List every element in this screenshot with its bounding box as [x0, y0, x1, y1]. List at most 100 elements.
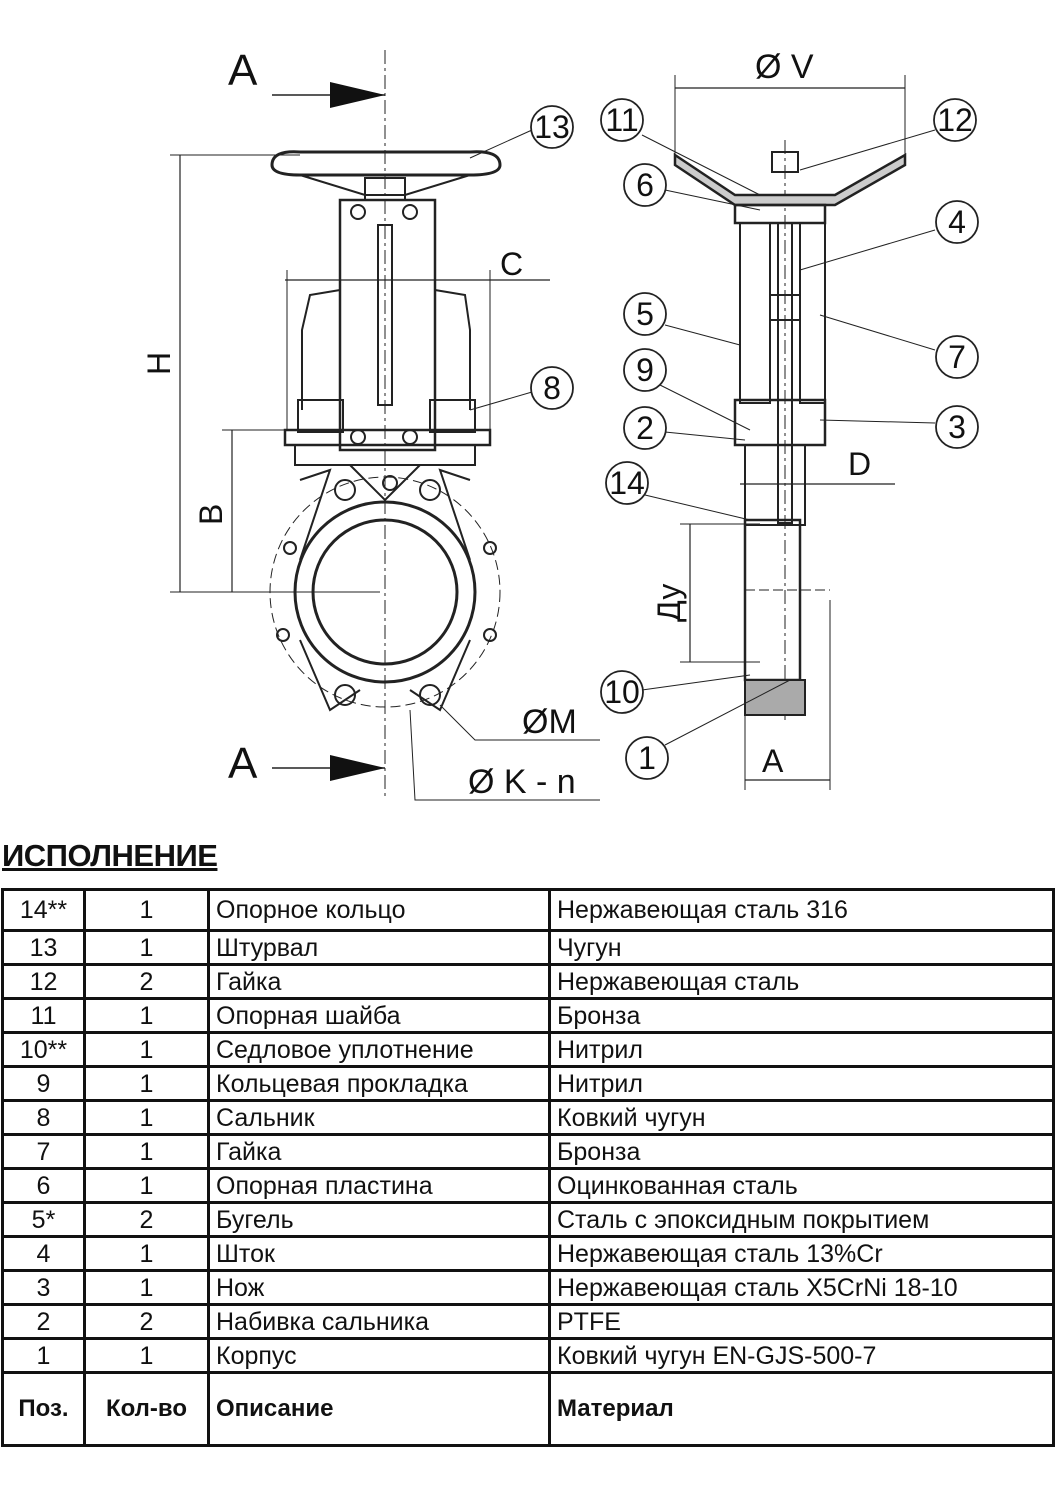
- callout-circle: [623, 406, 667, 450]
- callout-number: 12: [937, 102, 973, 138]
- dim-dn: Ду: [651, 584, 687, 622]
- cell-qty: 1: [83, 1235, 210, 1272]
- callout-circle: [605, 461, 649, 505]
- cell-pos: 9: [1, 1065, 86, 1102]
- cell-pos: 11: [1, 997, 86, 1034]
- callout-12: 12: [933, 98, 977, 142]
- cell-qty: 1: [83, 1269, 210, 1306]
- dim-v: Ø V: [755, 48, 814, 86]
- callout-circle: [623, 292, 667, 336]
- cell-desc: Сальник: [207, 1099, 551, 1136]
- callout-3: 3: [935, 405, 979, 449]
- callout-2: 2: [623, 406, 667, 450]
- callout-6: 6: [623, 163, 667, 207]
- callout-number: 6: [636, 167, 654, 203]
- cell-desc: Гайка: [207, 963, 551, 1000]
- cell-desc: Опорная шайба: [207, 997, 551, 1034]
- callout-number: 7: [948, 339, 966, 375]
- callout-number: 4: [948, 204, 966, 240]
- cell-pos: 4: [1, 1235, 86, 1272]
- cell-pos: 3: [1, 1269, 86, 1306]
- cell-material: Ковкий чугун EN-GJS-500-7: [548, 1337, 1055, 1374]
- callout-circle: [933, 98, 977, 142]
- section-title: ИСПОЛНЕНИЕ: [2, 838, 218, 873]
- callout-8: 8: [530, 366, 574, 410]
- cell-material: Нитрил: [548, 1065, 1055, 1102]
- cell-qty: 1: [83, 1099, 210, 1136]
- cell-desc: Бугель: [207, 1201, 551, 1238]
- cell-desc: Опорное кольцо: [207, 888, 551, 932]
- callout-14: 14: [605, 461, 649, 505]
- cell-material: Нержавеющая сталь 316: [548, 888, 1055, 932]
- cell-desc: Седловое уплотнение: [207, 1031, 551, 1068]
- cell-pos: 2: [1, 1303, 86, 1340]
- cell-qty: 1: [83, 997, 210, 1034]
- callout-circle: [530, 105, 574, 149]
- callout-number: 13: [534, 109, 570, 145]
- callout-circle: [530, 366, 574, 410]
- cell-pos: 13: [1, 929, 86, 966]
- callout-4: 4: [935, 200, 979, 244]
- cell-material: PTFE: [548, 1303, 1055, 1340]
- cell-material: Материал: [548, 1371, 1055, 1447]
- dim-m: ØM: [522, 703, 577, 741]
- callout-1: 1: [625, 736, 669, 780]
- callout-number: 14: [609, 465, 645, 501]
- cell-material: Чугун: [548, 929, 1055, 966]
- callout-circle: [623, 348, 667, 392]
- section-mark-a-top: A: [228, 46, 258, 95]
- callout-circle: [935, 405, 979, 449]
- callout-7: 7: [935, 335, 979, 379]
- cell-desc: Штурвал: [207, 929, 551, 966]
- cell-pos: 10**: [1, 1031, 86, 1068]
- cell-qty: 2: [83, 1201, 210, 1238]
- callout-number: 3: [948, 409, 966, 445]
- dim-a: A: [762, 743, 784, 779]
- callout-11: 11: [600, 98, 644, 142]
- callout-number: 5: [636, 296, 654, 332]
- cell-desc: Шток: [207, 1235, 551, 1272]
- cell-material: Оцинкованная сталь: [548, 1167, 1055, 1204]
- callout-number: 11: [605, 102, 638, 138]
- cell-desc: Набивка сальника: [207, 1303, 551, 1340]
- cell-material: Бронза: [548, 1133, 1055, 1170]
- cell-pos: Поз.: [1, 1371, 86, 1447]
- cell-desc: Кольцевая прокладка: [207, 1065, 551, 1102]
- cell-material: Нержавеющая сталь 13%Cr: [548, 1235, 1055, 1272]
- callout-circle: [623, 163, 667, 207]
- cell-desc: Нож: [207, 1269, 551, 1306]
- callout-number: 8: [543, 370, 561, 406]
- cell-pos: 6: [1, 1167, 86, 1204]
- cell-material: Нержавеющая сталь: [548, 963, 1055, 1000]
- callout-circle: [935, 335, 979, 379]
- callout-circle: [625, 736, 669, 780]
- cell-pos: 8: [1, 1099, 86, 1136]
- cell-material: Ковкий чугун: [548, 1099, 1055, 1136]
- cell-desc: Корпус: [207, 1337, 551, 1374]
- cell-pos: 5*: [1, 1201, 86, 1238]
- dim-k-n: Ø K - n: [468, 763, 576, 801]
- cell-material: Бронза: [548, 997, 1055, 1034]
- dim-b: B: [193, 504, 229, 525]
- callout-circle: [935, 200, 979, 244]
- callout-circle: [600, 670, 644, 714]
- callout-number: 9: [636, 352, 654, 388]
- callout-10: 10: [600, 670, 644, 714]
- cell-qty: 1: [83, 1337, 210, 1374]
- cell-pos: 14**: [1, 888, 86, 932]
- callout-13: 13: [530, 105, 574, 149]
- dim-h: H: [141, 352, 177, 375]
